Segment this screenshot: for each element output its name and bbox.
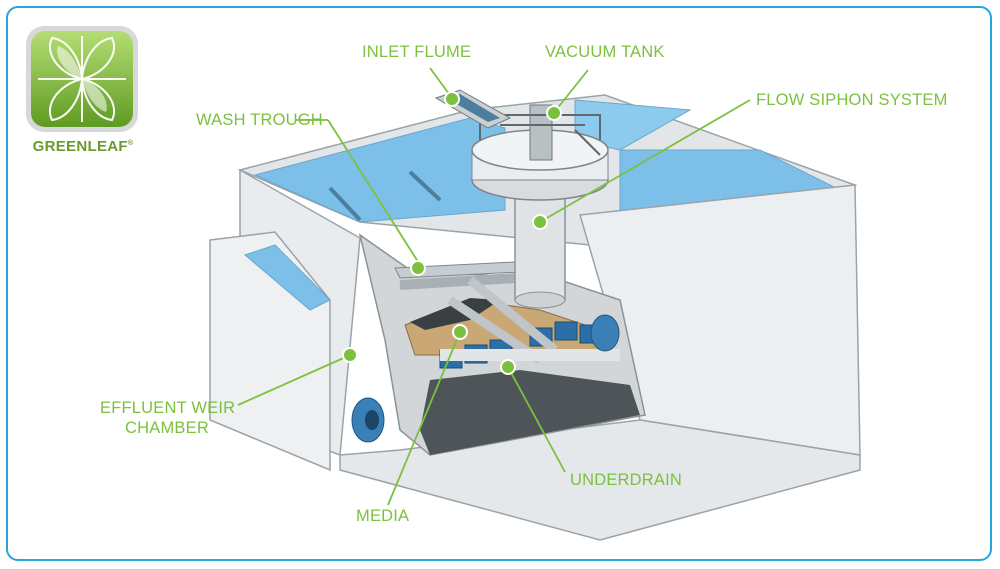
- greenleaf-logo-icon: [26, 26, 138, 132]
- label-inlet-flume: INLET FLUME: [362, 43, 472, 61]
- label-effluent-line-2: CHAMBER: [125, 419, 209, 437]
- tank-structure: [209, 89, 861, 541]
- label-underdrain: UNDERDRAIN: [570, 471, 683, 489]
- label-wash-trough: WASH TROUGH: [196, 111, 323, 129]
- callout-dots: [342, 91, 562, 375]
- leader-lines: [237, 67, 751, 506]
- label-effluent-weir-chamber: EFFLUENT WEIR CHAMBER: [100, 398, 236, 438]
- label-flow-siphon-system: FLOW SIPHON SYSTEM: [756, 91, 948, 109]
- label-effluent-line-1: EFFLUENT WEIR: [100, 399, 236, 417]
- brand-name: GREENLEAF®: [32, 138, 134, 155]
- label-vacuum-tank: VACUUM TANK: [545, 43, 665, 61]
- label-media: MEDIA: [356, 507, 410, 525]
